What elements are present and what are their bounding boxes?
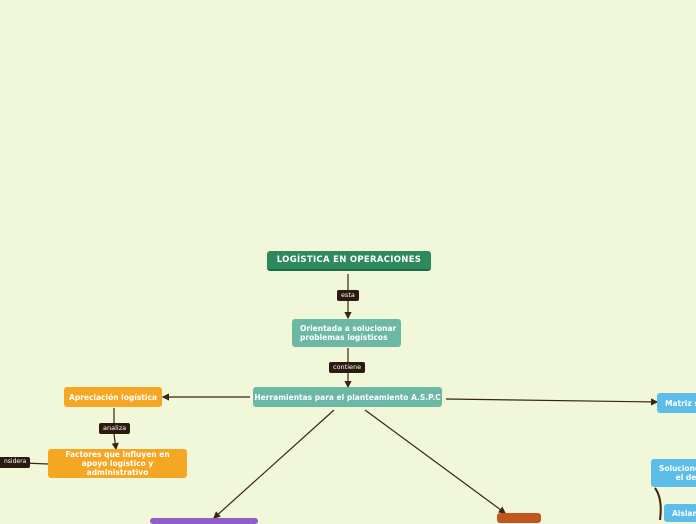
herramientas-node[interactable]: Herramientas para el planteamiento A.S.P…: [253, 387, 442, 407]
matriz-node[interactable]: Matriz s: [657, 393, 696, 413]
orange-bottom-node[interactable]: [497, 513, 541, 523]
purple-bottom-node[interactable]: [150, 518, 258, 524]
considera-label: nsidera: [0, 457, 31, 468]
edge-analiza-to-factores: [111, 433, 119, 451]
edge-herramientas-to-orange: [364, 409, 506, 514]
analiza-label: analiza: [99, 423, 131, 434]
orientada-node[interactable]: Orientada a solucionar problemas logísti…: [292, 319, 401, 347]
edge-herramientas-to-purple: [213, 409, 335, 519]
esta-label: esta: [337, 290, 359, 301]
factores-node[interactable]: Factores que influyen en apoyo logístico…: [48, 449, 187, 478]
soluciones-node[interactable]: Solucione en el de: [651, 459, 696, 487]
contiene-label: contiene: [329, 362, 366, 373]
edge-soluciones-branch: [654, 487, 662, 520]
apreciacion-node[interactable]: Apreciación logística: [64, 387, 162, 407]
root-node[interactable]: LOGÍSTICA EN OPERACIONES: [267, 251, 431, 271]
aislam-node[interactable]: Aislam: [664, 504, 696, 522]
edge-herramientas-to-matriz: [445, 398, 659, 406]
